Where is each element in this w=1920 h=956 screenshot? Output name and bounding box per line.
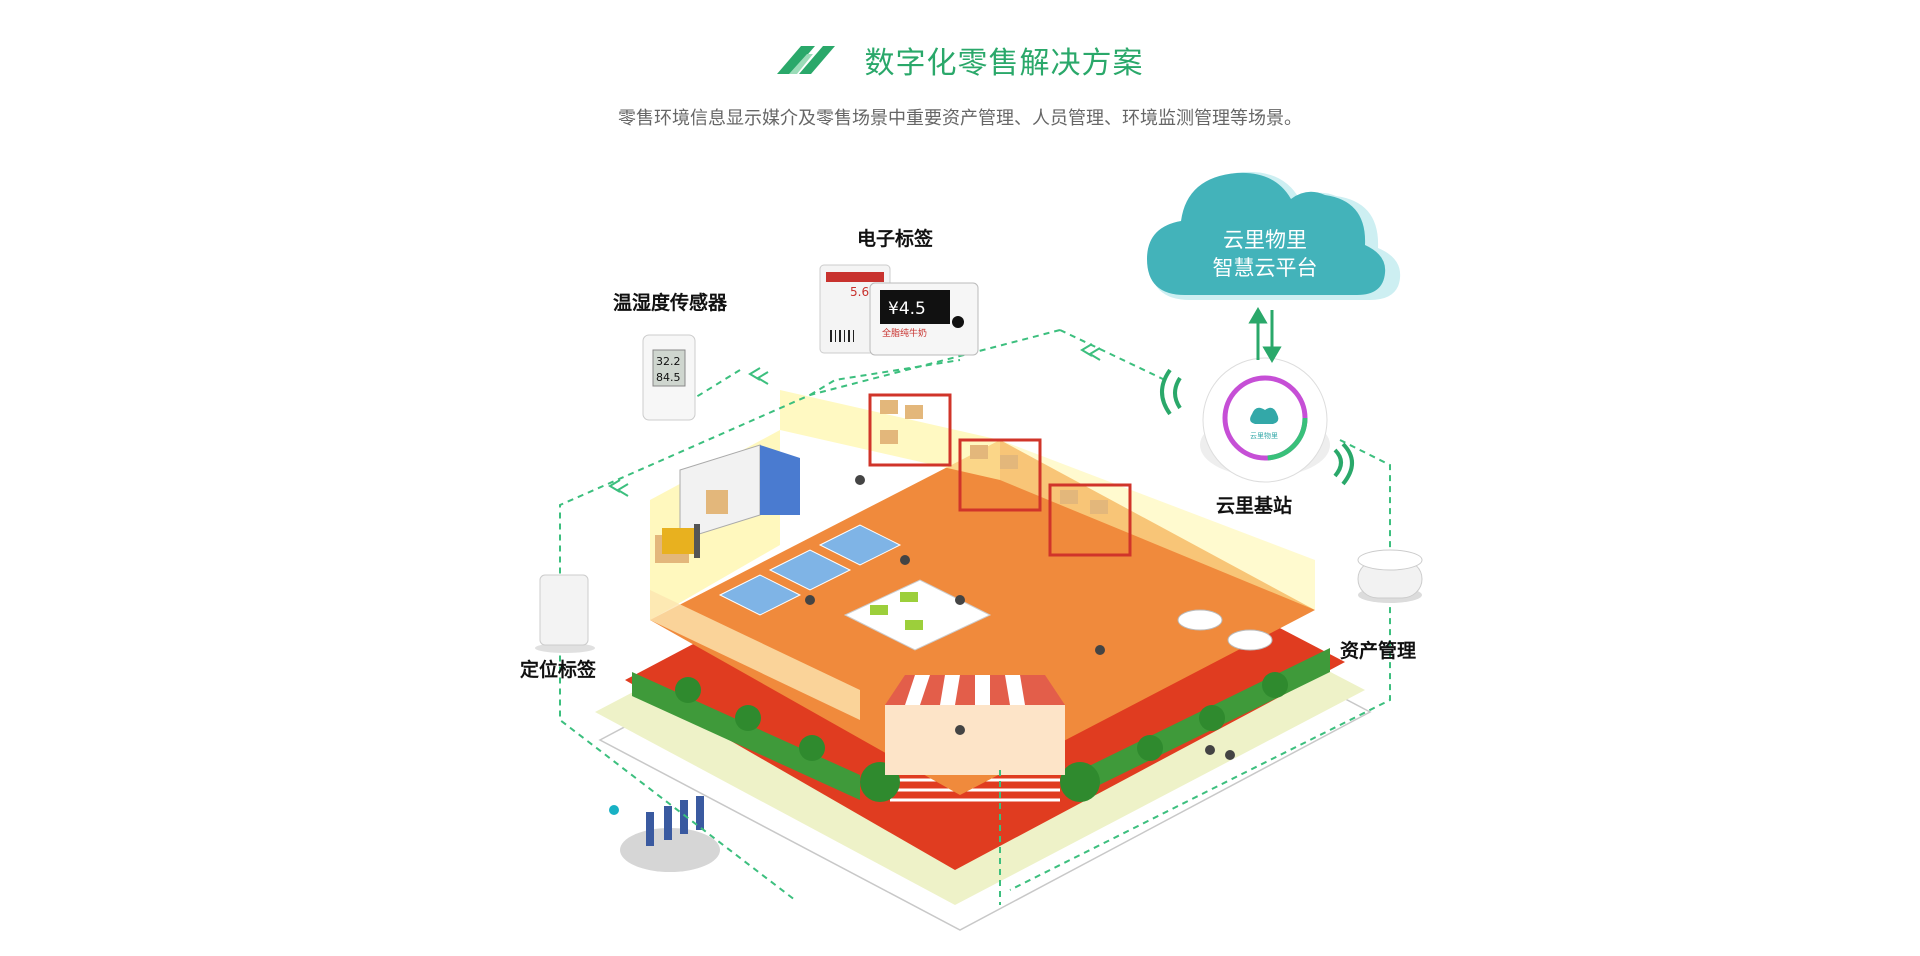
flow-arrows xyxy=(608,343,1101,497)
pedestrian-group xyxy=(646,796,704,846)
connection-lines xyxy=(559,329,1391,905)
cafe-area xyxy=(1177,609,1273,651)
wifi-signal-left-icon xyxy=(1160,368,1182,416)
label-base-station: 云里基站 xyxy=(1216,495,1293,517)
cloud-title: 云里物里 智慧云平台 xyxy=(1195,226,1335,282)
label-location-tag: 定位标签 xyxy=(520,659,597,681)
label-asset-management: 资产管理 xyxy=(1340,640,1417,662)
locator-beacon-dot xyxy=(609,805,619,815)
base-station-logo-text: 云里物里 xyxy=(1250,431,1278,440)
store-awning xyxy=(885,675,1065,775)
brand-logo-icon xyxy=(776,46,835,74)
location-tag-device xyxy=(535,574,595,653)
cloud-line-2: 智慧云平台 xyxy=(1212,256,1318,280)
asset-tag-device xyxy=(1357,549,1423,603)
page-title: 数字化零售解决方案 xyxy=(864,46,1144,81)
pedestrian-shadow xyxy=(620,828,720,872)
base-station-device: 云里物里 xyxy=(1200,357,1330,483)
esl-product: 全脂纯牛奶 xyxy=(882,327,927,339)
trees xyxy=(675,672,1288,802)
temp-humidity-sensor: 32.2 84.5 xyxy=(642,334,696,421)
esl-price-small: 5.6 xyxy=(850,285,869,299)
esl-devices: 5.6 ¥4.5 全脂纯牛奶 xyxy=(819,264,979,356)
sync-arrows-icon xyxy=(1248,307,1282,363)
label-esl: 电子标签 xyxy=(857,228,934,250)
title-row: 数字化零售解决方案 xyxy=(776,38,1144,82)
page-subtitle: 零售环境信息显示媒介及零售场景中重要资产管理、人员管理、环境监测管理等场景。 xyxy=(618,108,1302,129)
freezer-row xyxy=(718,524,902,616)
wifi-signal-right-icon xyxy=(1333,442,1354,486)
store-wall-right xyxy=(1000,440,1315,610)
warehouse-shelves xyxy=(868,393,1132,557)
label-temp-humidity-sensor: 温湿度传感器 xyxy=(613,292,728,314)
cloud-platform-icon xyxy=(1147,171,1401,300)
hedge-left xyxy=(632,672,860,800)
sensor-humidity: 84.5 xyxy=(656,371,681,384)
forklift xyxy=(662,524,700,558)
produce xyxy=(870,592,923,630)
sensor-temp: 32.2 xyxy=(656,355,681,368)
people xyxy=(805,475,1235,760)
delivery-truck xyxy=(679,444,800,541)
header: 数字化零售解决方案 xyxy=(0,38,1920,82)
esl-price: ¥4.5 xyxy=(888,299,926,319)
store-wall-left-front xyxy=(650,590,860,720)
cloud-line-1: 云里物里 xyxy=(1223,228,1307,252)
produce-island xyxy=(843,579,992,651)
